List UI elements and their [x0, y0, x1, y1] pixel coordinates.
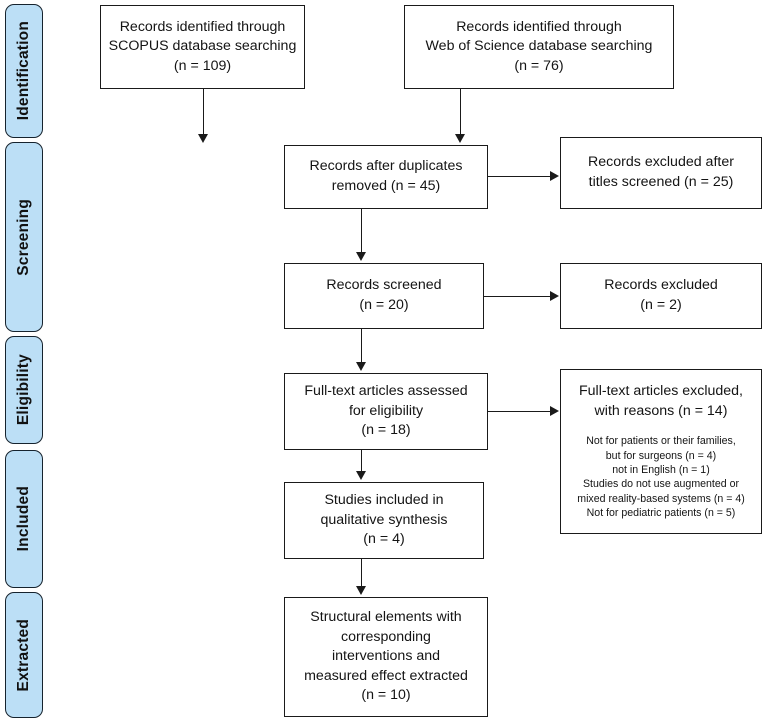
- connector-fulltext-right: [488, 411, 551, 412]
- connector-screened-down: [361, 329, 362, 364]
- stage-label-included: Included: [15, 486, 33, 552]
- box-line: titles screened (n = 25): [588, 174, 734, 190]
- box-line: (n = 76): [514, 57, 564, 74]
- stage-label-eligibility: Eligibility: [15, 354, 33, 426]
- box-duplicates-removed: Records after duplicates removed (n = 45…: [284, 145, 488, 209]
- box-line: Records identified through: [456, 18, 622, 35]
- reason-item: Not for pediatric patients (n = 5): [586, 507, 736, 520]
- stage-pill-included: Included: [5, 450, 43, 588]
- box-line: (n = 2): [640, 297, 682, 313]
- box-structural-elements-extracted: Structural elements with corresponding i…: [284, 597, 488, 717]
- box-line: measured effect extracted: [304, 667, 468, 684]
- box-line: SCOPUS database searching: [108, 38, 297, 55]
- reasons-heading-line: with reasons (n = 14): [594, 402, 728, 419]
- box-line: (n = 20): [359, 297, 409, 313]
- arrowhead-screened-down: [355, 362, 366, 371]
- arrowhead-duplicates-right: [550, 170, 559, 181]
- reason-item: not in English (n = 1): [612, 464, 710, 476]
- stage-label-identification: Identification: [15, 21, 33, 121]
- reason-item: mixed reality-based systems (n = 4): [577, 492, 745, 505]
- stage-label-screening: Screening: [15, 198, 33, 276]
- box-line: Records excluded after: [588, 154, 734, 171]
- box-line: (n = 18): [361, 422, 411, 439]
- box-line: corresponding: [341, 628, 431, 645]
- connector-included-down: [361, 559, 362, 588]
- box-line: (n = 4): [363, 531, 405, 548]
- box-studies-included: Studies included in qualitative synthesi…: [284, 482, 484, 559]
- box-line: (n = 10): [361, 687, 411, 704]
- stage-pill-eligibility: Eligibility: [5, 336, 43, 444]
- stage-label-extracted: Extracted: [15, 618, 33, 692]
- box-line: Full-text articles assessed: [304, 383, 468, 400]
- connector-wos-down: [460, 89, 461, 136]
- box-line: Records screened: [326, 277, 442, 294]
- connector-screened-right: [484, 296, 551, 297]
- stage-pill-extracted: Extracted: [5, 592, 43, 718]
- reasons-heading-line: Full-text articles excluded,: [578, 383, 743, 399]
- box-records-screened: Records screened (n = 20): [284, 263, 484, 329]
- connector-duplicates-down: [361, 209, 362, 254]
- box-wos-records: Records identified through Web of Scienc…: [404, 5, 674, 89]
- box-line: (n = 109): [173, 57, 232, 74]
- box-line: qualitative synthesis: [320, 511, 448, 528]
- reason-item: Not for patients or their families,: [586, 435, 736, 448]
- box-line: Records after duplicates: [309, 158, 463, 175]
- arrowhead-fulltext-right: [550, 405, 559, 416]
- connector-scopus-down: [203, 89, 204, 136]
- connector-duplicates-right: [488, 176, 551, 177]
- arrowhead-wos-down: [454, 134, 465, 143]
- box-line: for eligibility: [348, 402, 424, 419]
- box-fulltext-excluded-reasons: Full-text articles excluded, with reason…: [560, 369, 762, 534]
- box-excluded-titles: Records excluded after titles screened (…: [560, 137, 762, 209]
- reason-item: but for surgeons (n = 4): [605, 449, 717, 462]
- box-scopus-records: Records identified through SCOPUS databa…: [100, 5, 305, 89]
- arrowhead-fulltext-down: [355, 471, 366, 480]
- arrowhead-included-down: [355, 586, 366, 595]
- arrowhead-duplicates-down: [355, 252, 366, 261]
- box-line: interventions and: [331, 648, 441, 665]
- box-fulltext-assessed: Full-text articles assessed for eligibil…: [284, 373, 488, 450]
- arrowhead-screened-right: [550, 290, 559, 301]
- box-line: Web of Science database searching: [425, 38, 653, 55]
- stage-pill-identification: Identification: [5, 4, 43, 138]
- arrowhead-scopus-down: [197, 134, 208, 143]
- box-line: Studies included in: [324, 492, 444, 509]
- box-line: Records identified through: [119, 18, 286, 35]
- box-line: Structural elements with: [310, 609, 462, 626]
- box-line: removed (n = 45): [331, 178, 441, 194]
- box-records-excluded: Records excluded (n = 2): [560, 263, 762, 329]
- reason-item: Studies do not use augmented or: [582, 478, 740, 491]
- connector-fulltext-down: [361, 450, 362, 473]
- stage-pill-screening: Screening: [5, 142, 43, 332]
- box-line: Records excluded: [604, 277, 718, 294]
